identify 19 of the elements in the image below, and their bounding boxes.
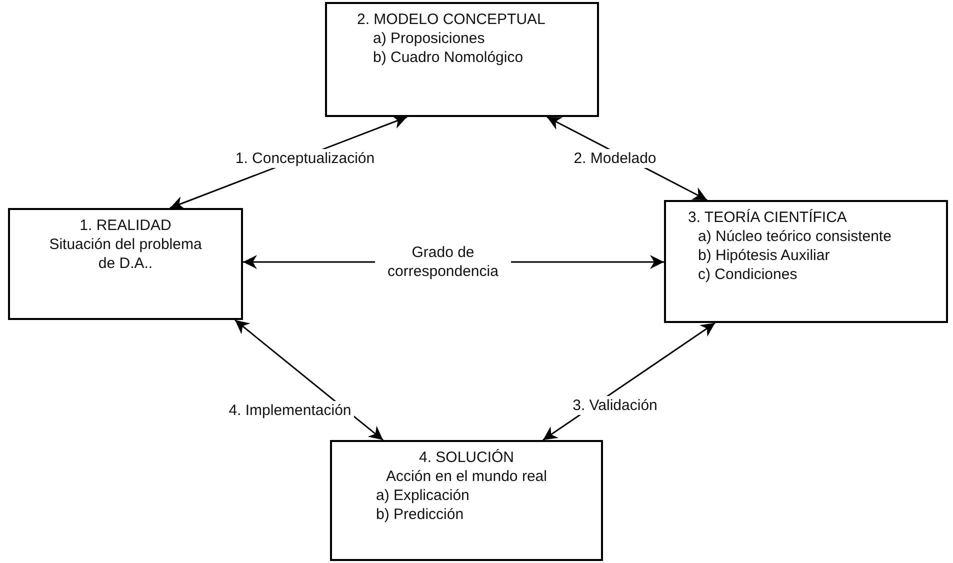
concept-box xyxy=(325,2,599,117)
arrow xyxy=(234,319,384,441)
concept-box xyxy=(8,208,243,320)
box-text: b) Hipótesis Auxiliar xyxy=(697,246,831,265)
concept-box xyxy=(664,200,948,323)
box-text: c) Condiciones xyxy=(697,265,798,284)
box-text: a) Proposiciones xyxy=(372,29,486,48)
box-heading: 2. MODELO CONCEPTUAL xyxy=(356,10,546,29)
box-text: a) Explicación xyxy=(375,486,470,505)
box-heading: 3. TEORÍA CIENTÍFICA xyxy=(687,208,848,227)
box-text: b) Predicción xyxy=(375,505,465,524)
box-text: Acción en el mundo real xyxy=(385,467,548,486)
box-text: a) Núcleo teórico consistente xyxy=(697,227,892,246)
edge-label: Grado de correspondencia xyxy=(375,243,511,281)
box-text: Situación del problema de D.A.. xyxy=(48,235,202,273)
box-heading: 1. REALIDAD xyxy=(78,216,172,235)
box-text: b) Cuadro Nomológico xyxy=(372,48,524,67)
box-heading: 4. SOLUCIÓN xyxy=(418,448,516,467)
concept-box xyxy=(330,440,603,561)
